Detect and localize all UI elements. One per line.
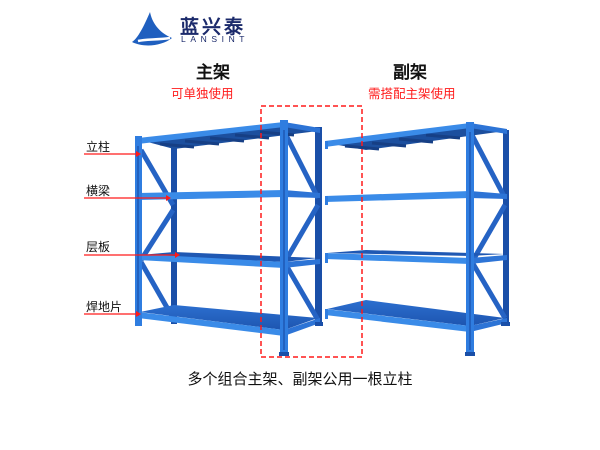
main-rack-note: 可单独使用	[171, 86, 234, 101]
annotation-arrows	[84, 151, 180, 317]
part-label-upright: 立柱	[86, 140, 111, 154]
brand-name-en: LANSINT	[181, 34, 250, 44]
diagram-caption: 多个组合主架、副架公用一根立柱	[187, 370, 413, 388]
aux-rack	[325, 122, 510, 356]
aux-rack-note: 需搭配主架使用	[368, 86, 456, 101]
blue-swoosh-logo-icon	[132, 12, 172, 46]
main-rack	[135, 120, 323, 356]
brand-logo	[128, 8, 288, 48]
aux-rack-title: 副架	[393, 63, 427, 83]
shared-upright-highlight	[260, 105, 363, 358]
part-label-foot-plate: 焊地片	[86, 300, 123, 314]
part-label-beam: 横梁	[86, 184, 111, 198]
part-label-shelf-panel: 层板	[86, 240, 111, 254]
brand-name: 蓝兴泰	[180, 16, 247, 38]
main-rack-title: 主架	[196, 63, 230, 83]
